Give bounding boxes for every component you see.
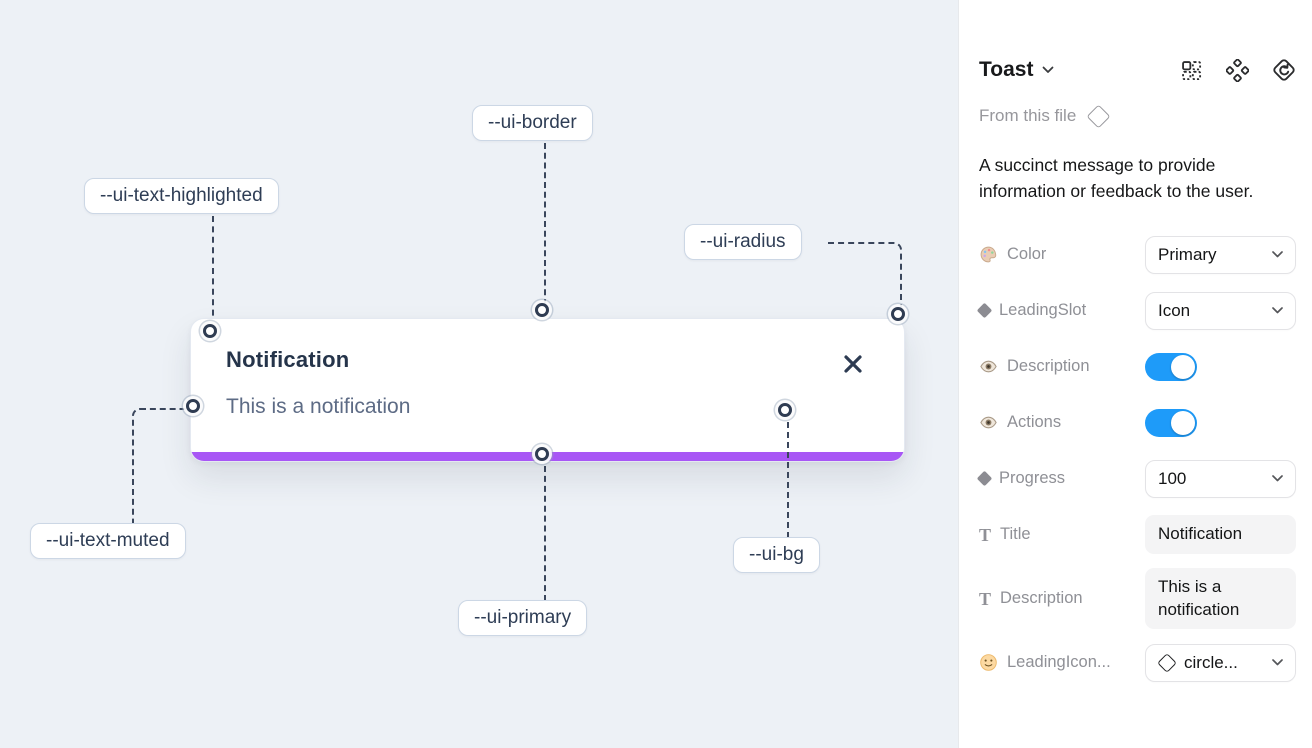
toast-description: This is a notification	[226, 395, 411, 418]
connector-line-ui-text-highlighted	[212, 216, 214, 326]
connector-dot-ui-primary	[535, 447, 549, 461]
color-select[interactable]: Primary	[1145, 235, 1296, 274]
connector-line-ui-bg	[787, 422, 789, 538]
eye-icon	[979, 357, 998, 376]
css-var-label-ui-radius: --ui-radius	[684, 224, 802, 260]
css-var-label-ui-text-highlighted: --ui-text-highlighted	[84, 178, 279, 214]
instance-diamond-icon	[1157, 652, 1177, 673]
toast-title: Notification	[226, 347, 350, 372]
source-row: From this file	[979, 103, 1296, 129]
prop-row-actions-toggle: Actions	[979, 395, 1296, 451]
chevron-down-icon	[1272, 659, 1283, 666]
chevron-down-icon	[1272, 475, 1283, 482]
diamond-icon	[976, 302, 993, 319]
toast-component[interactable]: Notification This is a notification	[190, 318, 905, 462]
css-var-label-ui-text-muted: --ui-text-muted	[30, 523, 186, 559]
progress-select[interactable]: 100	[1145, 459, 1296, 498]
eye-icon	[979, 413, 998, 432]
connector-line-ui-text-muted	[132, 408, 188, 524]
prop-row-description-toggle: Description	[979, 339, 1296, 395]
connector-line-ui-border	[544, 143, 546, 305]
properties-panel: Toast	[958, 0, 1312, 748]
chevron-down-icon[interactable]	[1042, 66, 1054, 74]
description-input[interactable]: This is a notification	[1145, 567, 1296, 630]
connector-line-ui-primary	[544, 466, 546, 601]
css-var-label-ui-border: --ui-border	[472, 105, 593, 141]
prop-row-title: T Title Notification	[979, 507, 1296, 563]
connector-dot-ui-text-highlighted	[203, 324, 217, 338]
smiley-icon	[979, 653, 998, 672]
chevron-down-icon	[1272, 307, 1283, 314]
connector-dot-ui-text-muted	[186, 399, 200, 413]
prop-row-description-text: T Description This is a notification	[979, 563, 1296, 635]
actions-toggle[interactable]	[1145, 408, 1197, 437]
properties-list: Color Primary LeadingSlot	[976, 227, 1296, 691]
design-canvas[interactable]: Notification This is a notification --ui…	[0, 0, 958, 748]
panel-header: Toast	[979, 58, 1296, 82]
palette-icon	[979, 245, 998, 264]
close-icon	[844, 355, 862, 373]
component-grid-icon[interactable]	[1180, 59, 1203, 82]
prop-row-leadingicon: LeadingIcon... circle...	[979, 635, 1296, 691]
text-icon: T	[979, 524, 992, 545]
css-var-label-ui-primary: --ui-primary	[458, 600, 588, 636]
variants-icon[interactable]	[1226, 58, 1249, 82]
title-input[interactable]: Notification	[1145, 515, 1296, 554]
component-diamond-icon	[1086, 103, 1111, 129]
leadingicon-select[interactable]: circle...	[1145, 643, 1296, 682]
text-icon: T	[979, 588, 992, 609]
connector-dot-ui-bg	[778, 403, 792, 417]
connector-line-ui-radius	[828, 242, 902, 308]
connector-dot-ui-border	[535, 303, 549, 317]
component-name[interactable]: Toast	[979, 58, 1034, 81]
component-description: A succinct message to provide informatio…	[979, 155, 1254, 202]
swap-instance-icon[interactable]	[1272, 58, 1296, 82]
prop-row-progress: Progress 100	[976, 451, 1296, 507]
prop-row-leadingslot: LeadingSlot Icon	[976, 283, 1296, 339]
prop-row-color: Color Primary	[979, 227, 1296, 283]
description-toggle[interactable]	[1145, 352, 1197, 381]
connector-dot-ui-radius	[891, 307, 905, 321]
diamond-icon	[976, 470, 993, 487]
leadingslot-select[interactable]: Icon	[1145, 291, 1296, 330]
source-label: From this file	[979, 106, 1077, 125]
chevron-down-icon	[1272, 251, 1283, 258]
toast-close-button[interactable]	[840, 351, 866, 377]
css-var-label-ui-bg: --ui-bg	[733, 537, 820, 573]
